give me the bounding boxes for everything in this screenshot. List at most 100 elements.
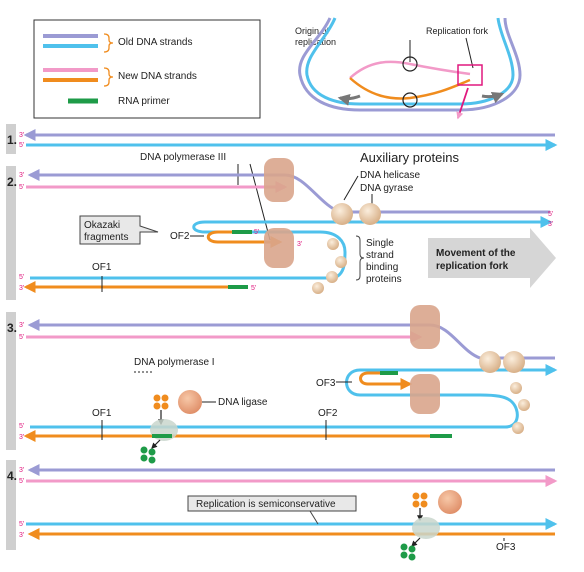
overview-bubble-bottom [349,77,471,100]
step4-dot-1 [412,492,420,500]
step3-gyrase [503,351,525,373]
step2-end-3-right: 3' [548,221,553,228]
helicase-protein [331,203,353,225]
okazaki-label-1: Okazaki [84,220,120,231]
step4-dot-4 [420,500,428,508]
step4-end-5-bottom: 5' [19,521,24,528]
step3-pol3-leading [410,305,440,349]
step4: 3' 5' 5' 3' Replication is semiconservat… [19,464,558,561]
of1-label: OF1 [92,262,112,273]
origin-circle [402,56,418,72]
movement-label-2: replication fork [436,261,509,272]
ssb-4 [312,282,324,294]
ssb-brace [355,235,365,281]
step1-number: 1. [7,133,17,147]
step2-of1-end-5: 5' [251,285,256,292]
gyrase-label: DNA gyrase [360,183,414,194]
step4-dot-3 [412,500,420,508]
okazaki-label-2: fragments [84,232,128,243]
step3-ssb-1 [510,382,522,394]
auxiliary-label: Auxiliary proteins [360,150,459,165]
overview-old-outer [298,17,522,112]
step4-number: 4. [7,469,17,483]
step2: DNA polymerase III Auxiliary proteins DN… [19,150,556,294]
step3-of3-strand [359,371,413,390]
step4-pol1 [412,517,440,539]
step3-lagging-template [30,364,558,429]
fork-zoom-arrow [456,87,469,120]
step2-bar [6,166,16,300]
step4-end-3-bottom: 3' [19,532,24,539]
pol3-pointer-2 [249,163,271,241]
overview-arrow-left [337,93,361,106]
step2-end-5-top: 5' [19,184,24,191]
ssb-label-4: proteins [366,274,402,285]
step4-arrow-out [411,537,421,547]
step2-number: 2. [7,175,17,189]
gyrase-protein [359,203,381,225]
primer-dot-4 [148,456,156,464]
step2-lagging-template [30,216,553,280]
step4-end-3-top: 3' [19,467,24,474]
overview-arrow-right [481,91,505,104]
step2-end-3-bottom: 3' [19,285,24,292]
step3-end-3-bottom: 3' [19,434,24,441]
step3-end-5-bottom: 5' [19,423,24,430]
pol3-label: DNA polymerase III [140,152,226,163]
origin-label-1: Origin of [295,26,330,36]
ssb-label-1: Single [366,238,394,249]
primer-dot-1 [140,446,148,454]
step2-end-5-right: 5' [548,211,553,218]
semiconservative-box [187,495,357,512]
pol1-dot-1 [153,394,161,402]
step3-bar [6,312,16,450]
step1: 3' 5' [19,129,558,151]
step2-end-5-bottom: 5' [19,274,24,281]
ssb-2 [335,256,347,268]
overview-bubble-top [349,60,471,79]
step4-primer-dot-1 [400,543,408,551]
step3-ssb-2 [518,399,530,411]
of3-label: OF3 [316,378,336,389]
step3-of2-label: OF2 [318,408,338,419]
ligase-label: DNA ligase [218,397,268,408]
semiconservative-pointer [309,510,319,525]
step4-dot-2 [420,492,428,500]
primer-dot-2 [148,448,156,456]
ssb-label-2: strand [366,250,394,261]
step4-ligase [438,490,462,514]
step3-of1-label: OF1 [92,408,112,419]
movement-label-1: Movement of the [436,248,516,259]
overview-old-inner [305,17,515,106]
ssb-1 [327,238,339,250]
pol1-dot-2 [161,394,169,402]
helicase-label: DNA helicase [360,170,420,181]
legend-old-label: Old DNA strands [118,37,192,48]
step2-of2-strand [206,230,283,248]
step2-end-3-top: 3' [19,172,24,179]
pol3-lagging [264,228,294,268]
legend-primer-label: RNA primer [118,96,170,107]
of2-label: OF2 [170,231,190,242]
step1-end-3: 3' [19,132,24,139]
origin-circle-lower [402,92,418,108]
step3-end-3-top: 3' [19,322,24,329]
step3-number: 3. [7,321,17,335]
ligase-protein [178,390,202,414]
step1-bar [6,124,16,154]
step2-of2-end-5: 5' [254,229,259,236]
step4-bar [6,460,16,550]
ssb-label-3: binding [366,262,398,273]
primer-dot-3 [140,454,148,462]
step3: 3' 5' 5' 3' OF1 OF2 OF3 DNA polymerase I [19,305,558,464]
okazaki-callout [79,215,159,245]
overview-bubble: Origin of replication Replication fork [295,17,522,120]
semiconservative-label: Replication is semiconservative [196,499,336,510]
step3-helicase [479,351,501,373]
step4-primer-dot-3 [400,551,408,559]
step3-pol3-lagging [410,374,440,414]
step2-of2-end-3: 3' [297,241,302,248]
pol1-dot-3 [153,402,161,410]
legend: Old DNA strands New DNA strands RNA prim… [33,19,261,119]
